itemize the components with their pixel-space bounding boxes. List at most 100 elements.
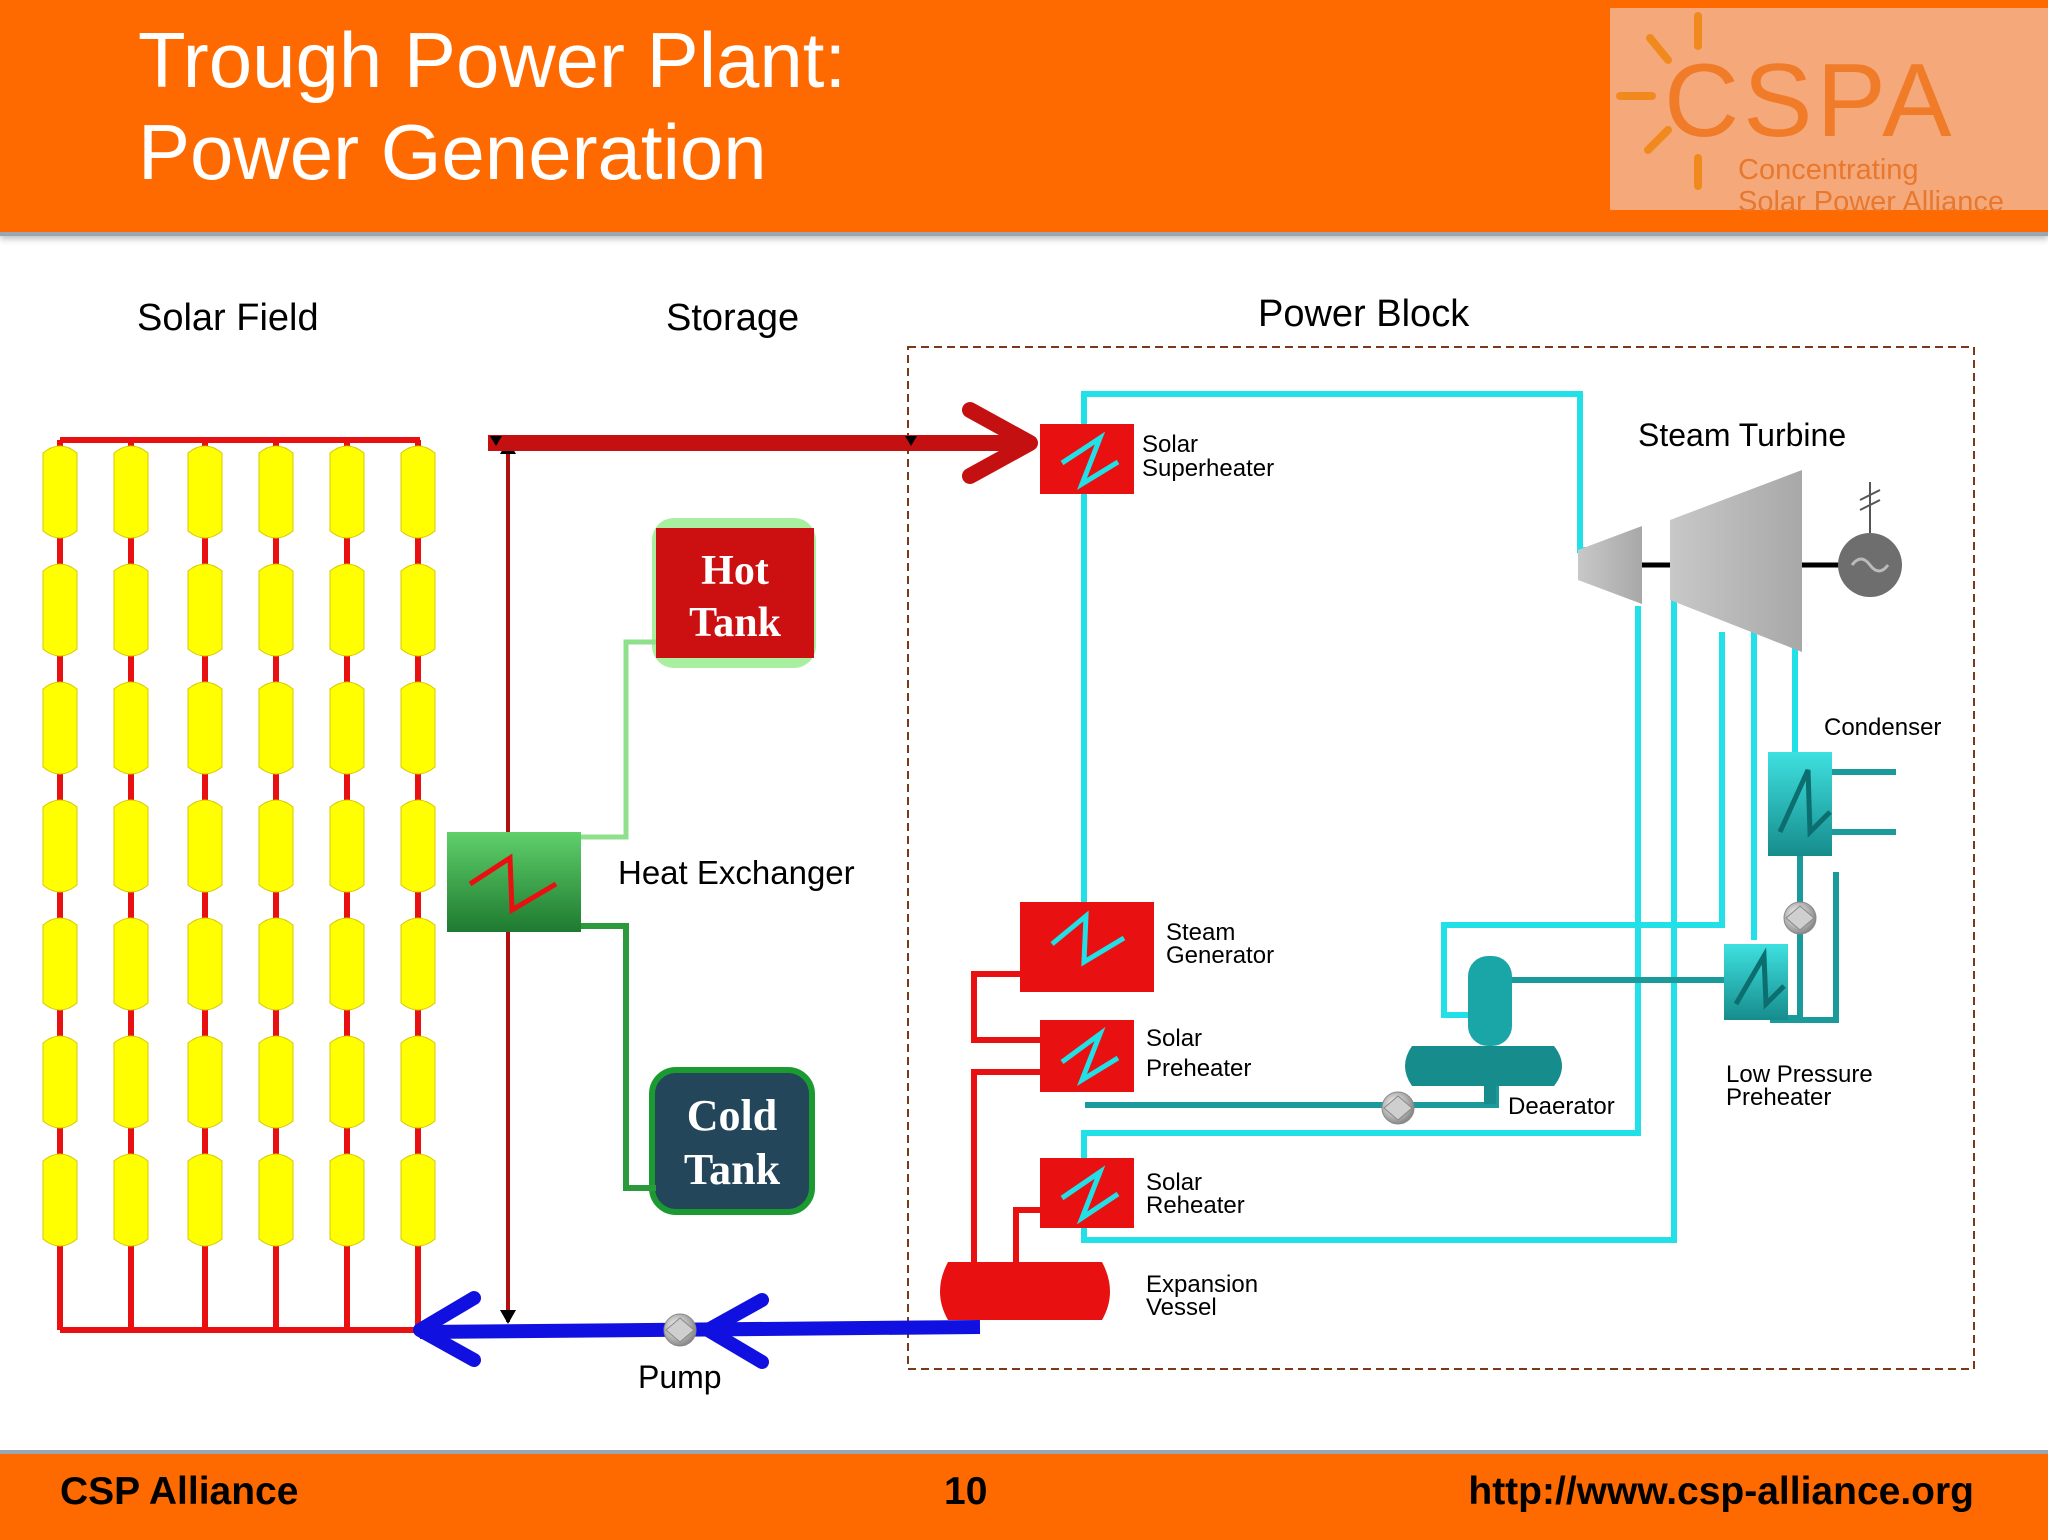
trough-collector-2-6 xyxy=(113,1035,149,1129)
trough-collector-3-1 xyxy=(187,445,223,539)
cold-tank-label-1: Cold xyxy=(687,1091,777,1140)
trough-collector-6-1 xyxy=(400,445,436,539)
low-pressure-preheater xyxy=(1724,944,1788,1020)
htf-sg-loop xyxy=(971,971,1040,1043)
reheat-loop xyxy=(1081,606,1641,1180)
label-preheater-1: Solar xyxy=(1146,1025,1202,1052)
deaerator xyxy=(1405,956,1562,1104)
trough-collector-2-1 xyxy=(113,445,149,539)
label-superheater-1: Solar xyxy=(1142,431,1198,458)
trough-collector-2-7 xyxy=(113,1153,149,1247)
trough-collector-1-3 xyxy=(42,681,78,775)
trough-collector-1-7 xyxy=(42,1153,78,1247)
label-power-block: Power Block xyxy=(1258,293,1470,335)
trough-collector-5-1 xyxy=(329,445,365,539)
trough-collector-4-5 xyxy=(258,917,294,1011)
htf-ph-loop xyxy=(971,1069,1040,1276)
trough-collector-3-3 xyxy=(187,681,223,775)
trough-collector-6-3 xyxy=(400,681,436,775)
solar-field xyxy=(42,437,436,1333)
trough-collector-1-1 xyxy=(42,445,78,539)
trough-collector-3-5 xyxy=(187,917,223,1011)
trough-collector-6-5 xyxy=(400,917,436,1011)
page-number: 10 xyxy=(944,1470,988,1513)
hot-tank-label-2: Tank xyxy=(689,600,782,646)
condenser xyxy=(1768,752,1832,856)
lp-drain xyxy=(1770,872,1839,1023)
feed-pump xyxy=(1381,1091,1415,1125)
logo-wordmark: CSPA xyxy=(1664,43,1956,159)
label-reheater-2: Reheater xyxy=(1146,1192,1245,1219)
trough-collector-6-4 xyxy=(400,799,436,893)
steam-turbine xyxy=(1578,470,1840,652)
trough-collector-3-4 xyxy=(187,799,223,893)
label-heat-exchanger: Heat Exchanger xyxy=(618,854,855,891)
trough-collector-5-2 xyxy=(329,563,365,657)
logo-subtitle: Concentrating Solar Power Alliance xyxy=(1738,154,2004,218)
trough-collector-6-7 xyxy=(400,1153,436,1247)
label-lp-preheater-2: Preheater xyxy=(1726,1084,1831,1111)
footer-org: CSP Alliance xyxy=(60,1470,299,1513)
trough-collector-3-6 xyxy=(187,1035,223,1129)
power-block-boundary xyxy=(907,346,1975,1370)
heat-exchanger xyxy=(447,832,581,932)
htf-rh-loop xyxy=(1013,1207,1040,1276)
label-steam-generator-1: Steam xyxy=(1166,919,1235,946)
label-deaerator: Deaerator xyxy=(1508,1093,1615,1120)
page-title: Trough Power Plant: Power Generation xyxy=(138,14,846,198)
trough-collector-4-6 xyxy=(258,1035,294,1129)
logo-subtitle-line-1: Concentrating xyxy=(1738,154,1919,186)
steam-generator xyxy=(1020,902,1154,992)
title-line-1: Trough Power Plant: xyxy=(138,16,847,104)
trough-collector-4-4 xyxy=(258,799,294,893)
sun-icon xyxy=(1616,12,1702,190)
trough-collector-1-5 xyxy=(42,917,78,1011)
cold-tank: Cold Tank xyxy=(649,1067,815,1215)
label-preheater-2: Preheater xyxy=(1146,1055,1251,1082)
footer-url[interactable]: http://www.csp-alliance.org xyxy=(1468,1470,1974,1513)
trough-collector-4-7 xyxy=(258,1153,294,1247)
label-condenser: Condenser xyxy=(1824,714,1941,741)
title-line-2: Power Generation xyxy=(138,108,767,196)
trough-collector-5-6 xyxy=(329,1035,365,1129)
trough-collector-5-5 xyxy=(329,917,365,1011)
cspa-logo: CSPA Concentrating Solar Power Alliance xyxy=(1610,8,2048,218)
logo-subtitle-line-2: Solar Power Alliance xyxy=(1738,186,2004,218)
trough-collector-5-7 xyxy=(329,1153,365,1247)
trough-collectors xyxy=(42,445,436,1247)
hot-htf-arrow xyxy=(962,402,1038,484)
trough-collector-4-2 xyxy=(258,563,294,657)
trough-collector-1-6 xyxy=(42,1035,78,1129)
condensate-pump xyxy=(1783,901,1817,935)
bypass-arrow-down xyxy=(500,1310,516,1324)
trough-collector-2-2 xyxy=(113,563,149,657)
trough-collector-5-3 xyxy=(329,681,365,775)
cold-htf-arrow-1 xyxy=(413,1291,481,1367)
trough-collector-2-3 xyxy=(113,681,149,775)
trough-collector-4-1 xyxy=(258,445,294,539)
cold-htf-arrow-2 xyxy=(701,1293,769,1369)
cold-tank-label-2: Tank xyxy=(684,1145,781,1194)
hot-tank-label-1: Hot xyxy=(701,548,769,594)
hot-tank: Hot Tank xyxy=(652,518,816,668)
expansion-vessel xyxy=(940,1262,1110,1320)
pump xyxy=(663,1313,697,1347)
label-reheater-1: Solar xyxy=(1146,1169,1202,1196)
solar-preheater xyxy=(1040,1020,1134,1092)
trough-collector-1-4 xyxy=(42,799,78,893)
trough-collector-2-5 xyxy=(113,917,149,1011)
solar-superheater xyxy=(1040,424,1134,494)
trough-collector-3-7 xyxy=(187,1153,223,1247)
trough-collector-2-4 xyxy=(113,799,149,893)
trough-collector-5-4 xyxy=(329,799,365,893)
label-storage: Storage xyxy=(666,297,799,339)
solar-reheater xyxy=(1040,1158,1134,1228)
trough-collector-4-3 xyxy=(258,681,294,775)
trough-collector-1-2 xyxy=(42,563,78,657)
label-expansion-1: Expansion xyxy=(1146,1271,1258,1298)
label-expansion-2: Vessel xyxy=(1146,1294,1217,1321)
hp-turbine xyxy=(1578,526,1642,604)
header-bar: Trough Power Plant: Power Generation CSP… xyxy=(0,0,2048,236)
label-pump: Pump xyxy=(638,1359,722,1395)
label-steam-generator-2: Generator xyxy=(1166,942,1274,969)
